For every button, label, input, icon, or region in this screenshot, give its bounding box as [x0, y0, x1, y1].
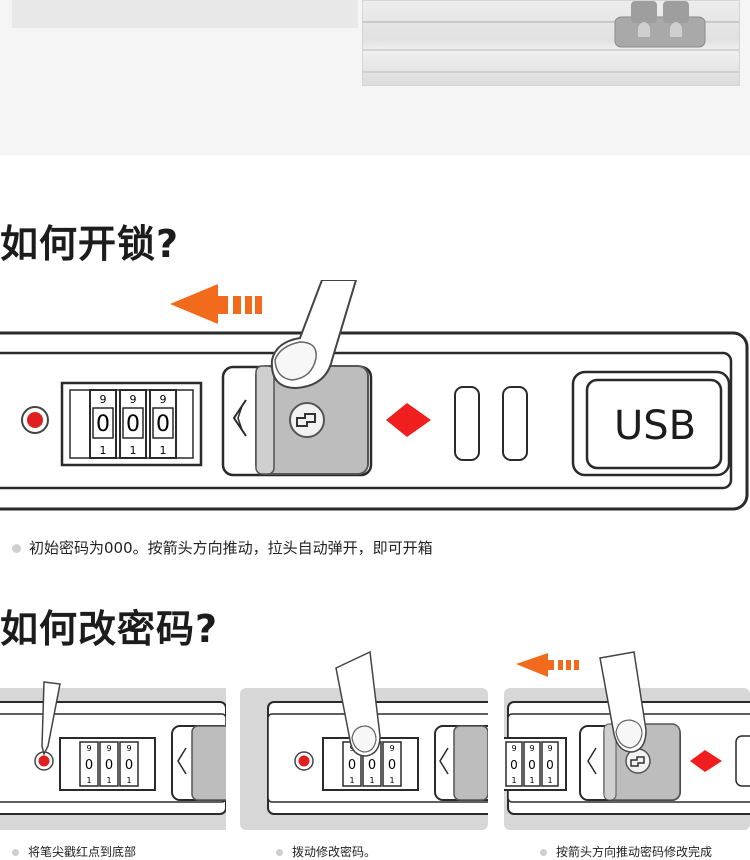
svg-text:9: 9 — [511, 744, 516, 753]
svg-text:0: 0 — [388, 758, 396, 773]
svg-text:1: 1 — [511, 776, 516, 785]
dial-wheel-2: 9 0 1 — [119, 389, 147, 459]
chevron-left-icon — [587, 747, 597, 775]
svg-text:1: 1 — [100, 444, 107, 457]
step-3-dial-2: 9 0 1 — [523, 741, 541, 787]
svg-text:1: 1 — [130, 444, 137, 457]
svg-text:9: 9 — [389, 744, 394, 753]
svg-text:0: 0 — [528, 758, 536, 772]
svg-text:0: 0 — [348, 758, 356, 773]
chevron-left-icon — [439, 747, 449, 775]
svg-text:9: 9 — [547, 744, 552, 753]
svg-text:1: 1 — [86, 776, 91, 785]
svg-text:9: 9 — [160, 393, 167, 406]
svg-text:0: 0 — [125, 758, 133, 773]
red-diamond-icon — [386, 403, 431, 437]
step-3-caption-text: 按箭头方向推动密码修改完成 — [556, 845, 713, 859]
keyhole-icon — [289, 402, 325, 438]
step-1-caption: 将笔尖戳红点到底部 — [12, 843, 136, 860]
open-lock-heading: 如何开锁? — [0, 222, 180, 266]
svg-text:1: 1 — [529, 776, 534, 785]
slot-1 — [454, 386, 480, 461]
step-2-slide-button — [453, 725, 488, 801]
red-diamond-icon — [690, 750, 722, 772]
change-password-heading: 如何改密码? — [0, 607, 219, 651]
svg-text:0: 0 — [546, 758, 554, 772]
svg-text:9: 9 — [126, 744, 131, 753]
push-left-arrow-icon — [516, 653, 579, 677]
svg-text:1: 1 — [349, 776, 354, 785]
step-1-slide-button — [191, 725, 226, 801]
svg-text:9: 9 — [106, 744, 111, 753]
step-1-dial-1: 9 0 1 — [79, 741, 99, 787]
step-2-caption-text: 拨动修改密码。 — [292, 845, 377, 859]
step-2-dial-3: 9 0 1 — [382, 741, 402, 787]
svg-text:1: 1 — [160, 444, 167, 457]
open-lock-caption-text: 初始密码为000。按箭头方向推动，拉头自动弹开，即可开箱 — [29, 539, 433, 557]
step-1-dial-3: 9 0 1 — [119, 741, 139, 787]
zipper-pull-icon — [614, 1, 706, 48]
pen-tip-icon — [41, 681, 61, 757]
push-left-arrow-icon — [170, 284, 262, 324]
svg-text:9: 9 — [130, 393, 137, 406]
usb-label: USB — [614, 403, 696, 449]
svg-text:0: 0 — [105, 758, 113, 773]
step-2-diagram: 9 0 1 9 0 1 9 0 1 — [240, 650, 488, 830]
step-2-caption: 拨动修改密码。 — [276, 843, 376, 860]
svg-text:1: 1 — [126, 776, 131, 785]
slot-2 — [502, 386, 528, 461]
svg-text:0: 0 — [96, 412, 110, 437]
svg-text:0: 0 — [85, 758, 93, 773]
svg-text:0: 0 — [156, 412, 170, 437]
dial-wheel-1: 9 0 1 — [89, 389, 117, 459]
step-1-diagram: 9 0 1 9 0 1 9 0 1 — [0, 681, 226, 830]
bullet-dot-icon — [12, 544, 21, 553]
step-1-dial-2: 9 0 1 — [99, 741, 119, 787]
svg-text:1: 1 — [389, 776, 394, 785]
open-lock-caption: 初始密码为000。按箭头方向推动，拉头自动弹开，即可开箱 — [12, 537, 433, 558]
svg-text:0: 0 — [368, 758, 376, 773]
svg-text:1: 1 — [547, 776, 552, 785]
svg-text:9: 9 — [100, 393, 107, 406]
step-1-caption-text: 将笔尖戳红点到底部 — [28, 845, 137, 859]
svg-text:1: 1 — [369, 776, 374, 785]
step-3-dial-1: 9 0 1 — [505, 741, 523, 787]
open-lock-diagram: 9 0 1 9 0 1 9 0 1 USB — [0, 280, 749, 511]
svg-text:9: 9 — [86, 744, 91, 753]
zipper-rail-photo — [362, 0, 740, 86]
top-left-photo-panel — [12, 0, 358, 28]
step-3-caption: 按箭头方向推动密码修改完成 — [540, 843, 712, 860]
step-3-dial-3: 9 0 1 — [541, 741, 559, 787]
chevron-left-icon — [177, 747, 187, 775]
svg-text:1: 1 — [106, 776, 111, 785]
svg-text:0: 0 — [126, 412, 140, 437]
svg-text:0: 0 — [510, 758, 518, 772]
step-3-diagram: 9 0 1 9 0 1 9 0 1 — [504, 651, 750, 830]
svg-text:9: 9 — [529, 744, 534, 753]
dial-wheel-3: 9 0 1 — [149, 389, 177, 459]
